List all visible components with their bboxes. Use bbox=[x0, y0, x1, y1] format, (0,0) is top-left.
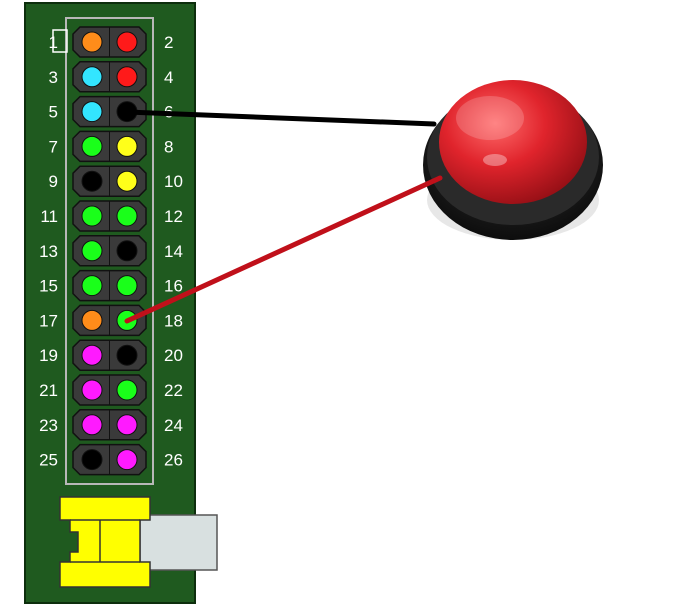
pin-label-8: 8 bbox=[164, 137, 173, 156]
pin-label-21: 21 bbox=[39, 381, 58, 400]
pin-label-16: 16 bbox=[164, 277, 183, 296]
button-dome-highlight bbox=[456, 96, 524, 140]
black-wire bbox=[124, 109, 437, 127]
pin-24 bbox=[116, 414, 138, 436]
pin-label-9: 9 bbox=[49, 172, 58, 191]
pin-5 bbox=[81, 101, 103, 123]
pin-3 bbox=[81, 66, 103, 88]
pin-label-1: 1 bbox=[49, 33, 58, 52]
button-dome bbox=[439, 80, 587, 204]
pin-8 bbox=[116, 135, 138, 157]
pin-label-23: 23 bbox=[39, 416, 58, 435]
pin-label-2: 2 bbox=[164, 33, 173, 52]
pin-label-19: 19 bbox=[39, 346, 58, 365]
pin-label-24: 24 bbox=[164, 416, 183, 435]
pin-25 bbox=[81, 449, 103, 471]
pin-11 bbox=[81, 205, 103, 227]
pin-label-20: 20 bbox=[164, 346, 183, 365]
pin-21 bbox=[81, 379, 103, 401]
pin-2 bbox=[116, 31, 138, 53]
gpio-header-outline bbox=[65, 17, 154, 485]
pin-label-5: 5 bbox=[49, 103, 58, 122]
pin-19 bbox=[81, 344, 103, 366]
pin-label-13: 13 bbox=[39, 242, 58, 261]
pin-label-4: 4 bbox=[164, 68, 173, 87]
button-dome-gloss bbox=[483, 154, 507, 166]
pin-10 bbox=[116, 170, 138, 192]
red-push-button bbox=[423, 80, 603, 240]
pin-17 bbox=[81, 309, 103, 331]
pin-label-22: 22 bbox=[164, 381, 183, 400]
pin-1 bbox=[81, 31, 103, 53]
pin-label-12: 12 bbox=[164, 207, 183, 226]
pin-label-10: 10 bbox=[164, 172, 183, 191]
pin-4 bbox=[116, 66, 138, 88]
pin-15 bbox=[81, 275, 103, 297]
pin-26 bbox=[116, 449, 138, 471]
pin-13 bbox=[81, 240, 103, 262]
pin-16 bbox=[116, 275, 138, 297]
pin-label-26: 26 bbox=[164, 451, 183, 470]
pin-label-3: 3 bbox=[49, 68, 58, 87]
pin-14 bbox=[116, 240, 138, 262]
power-connector bbox=[59, 496, 218, 588]
pin-9 bbox=[81, 170, 103, 192]
pin-label-18: 18 bbox=[164, 311, 183, 330]
pin-label-17: 17 bbox=[39, 311, 58, 330]
pin-7 bbox=[81, 135, 103, 157]
pin-label-25: 25 bbox=[39, 451, 58, 470]
gpio-pins: 1234567891011121314151617181920212223242… bbox=[39, 26, 183, 476]
pin-22 bbox=[116, 379, 138, 401]
pin-20 bbox=[116, 344, 138, 366]
pin-1-marker bbox=[52, 29, 68, 53]
red-wire bbox=[124, 175, 443, 324]
connector-grey-body bbox=[139, 514, 218, 571]
pin-label-7: 7 bbox=[49, 137, 58, 156]
pin-23 bbox=[81, 414, 103, 436]
pin-12 bbox=[116, 205, 138, 227]
pin-label-15: 15 bbox=[39, 277, 58, 296]
pin-label-14: 14 bbox=[164, 242, 183, 261]
pin-label-11: 11 bbox=[40, 207, 58, 226]
